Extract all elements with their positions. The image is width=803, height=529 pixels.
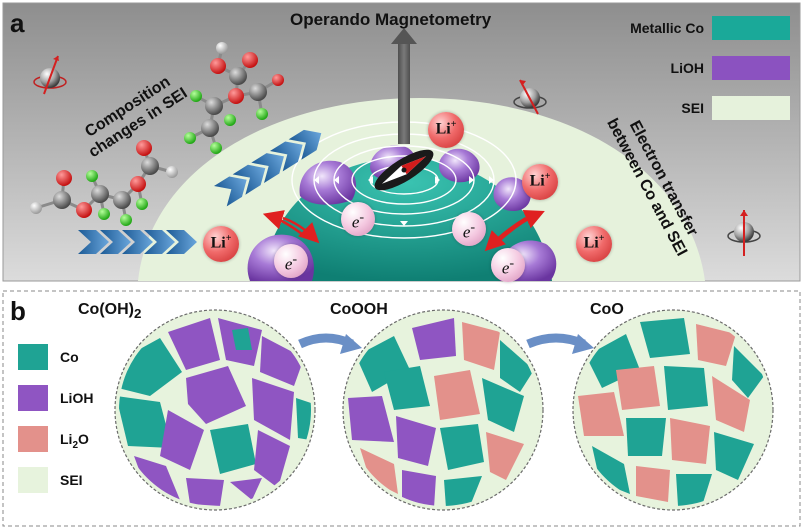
legend-b-swatch-co — [18, 344, 48, 370]
compass-needle-icon — [374, 149, 434, 191]
transition-arrowhead-1 — [340, 334, 362, 354]
phase-formula: Co(OH) — [78, 301, 134, 318]
electron-label: e — [501, 258, 510, 278]
legend-metallic-co: Metallic Co — [630, 20, 704, 36]
legend-lioh: LiOH — [670, 60, 704, 76]
legend-b-swatch-sei — [18, 467, 48, 493]
legend-b-swatch-li2o — [18, 426, 48, 452]
li-ion: Li+ — [522, 164, 558, 200]
legend-b-swatch-lioh — [18, 385, 48, 411]
legend-b-li2o-suffix: O — [78, 431, 89, 447]
sei-molecule-upper-atoms — [184, 42, 284, 154]
legend-b-li2o: Li2O — [60, 431, 89, 451]
legend-b-co: Co — [60, 349, 79, 365]
li-ion: Li+ — [203, 226, 239, 262]
electron: e- — [341, 202, 375, 236]
phase-title-coooh: CoOOH — [330, 301, 388, 318]
phase-title-coo: CoO — [590, 301, 624, 318]
spin-icon-right-top — [513, 79, 547, 115]
electron-label: e — [351, 212, 360, 232]
phase-circle-coooh — [342, 309, 544, 511]
li-ion-charge: + — [598, 233, 605, 244]
electron-charge: - — [292, 251, 298, 267]
panel-a-legend-swatches — [712, 16, 790, 120]
legend-b-li2o-prefix: Li — [60, 431, 73, 447]
legend-b-li2o-sub: 2 — [72, 439, 79, 451]
li-ion-charge: + — [544, 171, 551, 182]
electron: e- — [274, 244, 308, 278]
electron: e- — [491, 248, 525, 282]
li-ion-charge: + — [225, 233, 232, 244]
electron-label: e — [462, 222, 471, 242]
legend-swatch-metallic-co — [712, 16, 790, 40]
electron-charge: - — [509, 255, 515, 271]
chevrons-diagonal — [214, 129, 322, 207]
legend-sei: SEI — [681, 100, 704, 116]
transfer-arrow-right-in — [484, 216, 527, 252]
panel-b-letter: b — [10, 296, 26, 326]
electron: e- — [452, 212, 486, 246]
electron-charge: - — [359, 209, 365, 225]
electron-label: e — [284, 254, 293, 274]
phase-circle-co-oh2 — [114, 309, 316, 511]
spin-icon-left — [33, 55, 67, 95]
legend-b-lioh: LiOH — [60, 390, 94, 406]
li-ion-label: Li — [435, 120, 451, 138]
transfer-arrow-left-in — [282, 216, 320, 244]
legend-swatch-sei — [712, 96, 790, 120]
li-ion-label: Li — [583, 234, 599, 252]
electron-charge: - — [470, 219, 476, 235]
sei-molecule-lower-atoms — [30, 140, 178, 226]
legend-swatch-lioh — [712, 56, 790, 80]
phase-subscript: 2 — [133, 306, 142, 322]
transition-arrowhead-2 — [572, 334, 594, 354]
li-ion-label: Li — [210, 234, 226, 252]
panel-a-letter: a — [10, 8, 25, 38]
panel-a-title: Operando Magnetometry — [290, 10, 492, 29]
li-ion-charge: + — [450, 119, 457, 130]
phase-circle-coo — [572, 309, 774, 511]
spin-icon-right-bottom — [727, 210, 761, 256]
li-ion: Li+ — [428, 112, 464, 148]
magnetometry-arrow — [391, 28, 417, 144]
li-ion: Li+ — [576, 226, 612, 262]
panel-b-legend-swatches — [18, 344, 48, 493]
chevrons-lower — [78, 230, 197, 254]
li-ion-label: Li — [529, 172, 545, 190]
phase-title-co-oh2: Co(OH)2 — [78, 301, 141, 321]
legend-b-sei: SEI — [60, 472, 83, 488]
